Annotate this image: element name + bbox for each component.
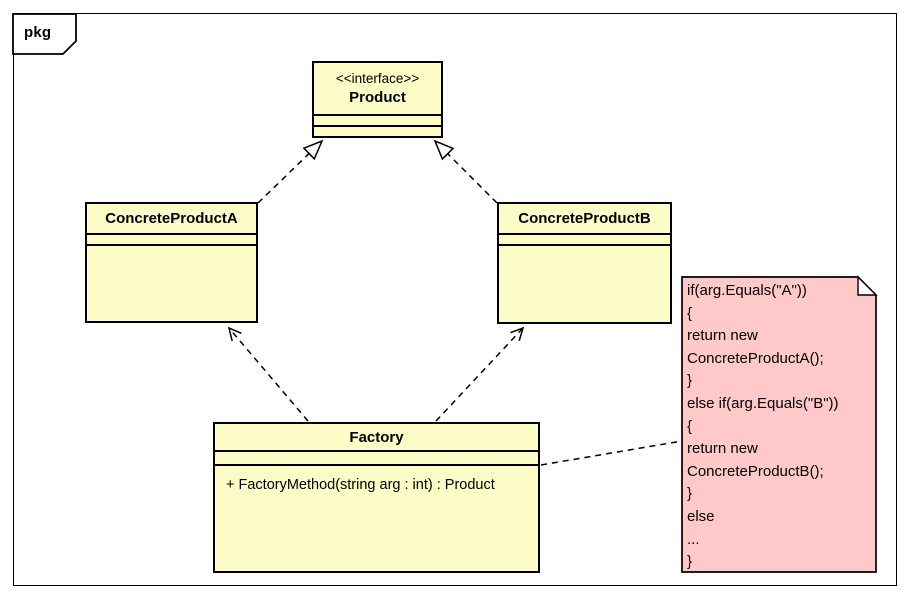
class-name-label: ConcreteProductA: [105, 210, 238, 227]
attributes-compartment: [87, 233, 256, 244]
dependency-factory-concreteproducta[interactable]: [227, 326, 309, 422]
package-tab-label: pkg: [24, 24, 52, 41]
class-name-label: ConcreteProductB: [518, 210, 651, 227]
class-factory[interactable]: Factory + FactoryMethod(string arg : int…: [213, 422, 540, 573]
class-concreteproductb-header: ConcreteProductB: [499, 204, 670, 233]
attributes-compartment: [215, 450, 538, 464]
note-link-factory-note[interactable]: [540, 440, 683, 466]
operations-compartment: + FactoryMethod(string arg : int) : Prod…: [215, 464, 538, 571]
class-product[interactable]: <<interface>> Product: [312, 61, 443, 138]
operations-compartment: [314, 125, 441, 136]
operations-compartment: [87, 244, 256, 321]
attributes-compartment: [499, 233, 670, 244]
dependency-factory-concreteproductb[interactable]: [435, 326, 525, 422]
class-name-label: Product: [349, 89, 406, 106]
class-factory-header: Factory: [215, 424, 538, 450]
package-tab-shape: [12, 13, 77, 55]
code-note-text: if(arg.Equals("A")) { return new Concret…: [687, 282, 839, 571]
attributes-compartment: [314, 114, 441, 125]
realization-concreteproducta-product[interactable]: [257, 141, 322, 204]
class-concreteproductb[interactable]: ConcreteProductB: [497, 202, 672, 324]
class-product-header: <<interface>> Product: [314, 63, 441, 114]
realization-concreteproductb-product[interactable]: [435, 141, 498, 204]
stereotype-label: <<interface>>: [335, 71, 420, 86]
note-fold-corner: [857, 275, 878, 296]
factory-method-label: + FactoryMethod(string arg : int) : Prod…: [226, 477, 495, 493]
class-name-label: Factory: [349, 428, 404, 446]
code-note-shape[interactable]: [681, 276, 877, 573]
class-concreteproducta-header: ConcreteProductA: [87, 204, 256, 233]
class-concreteproducta[interactable]: ConcreteProductA: [85, 202, 258, 323]
operations-compartment: [499, 244, 670, 322]
